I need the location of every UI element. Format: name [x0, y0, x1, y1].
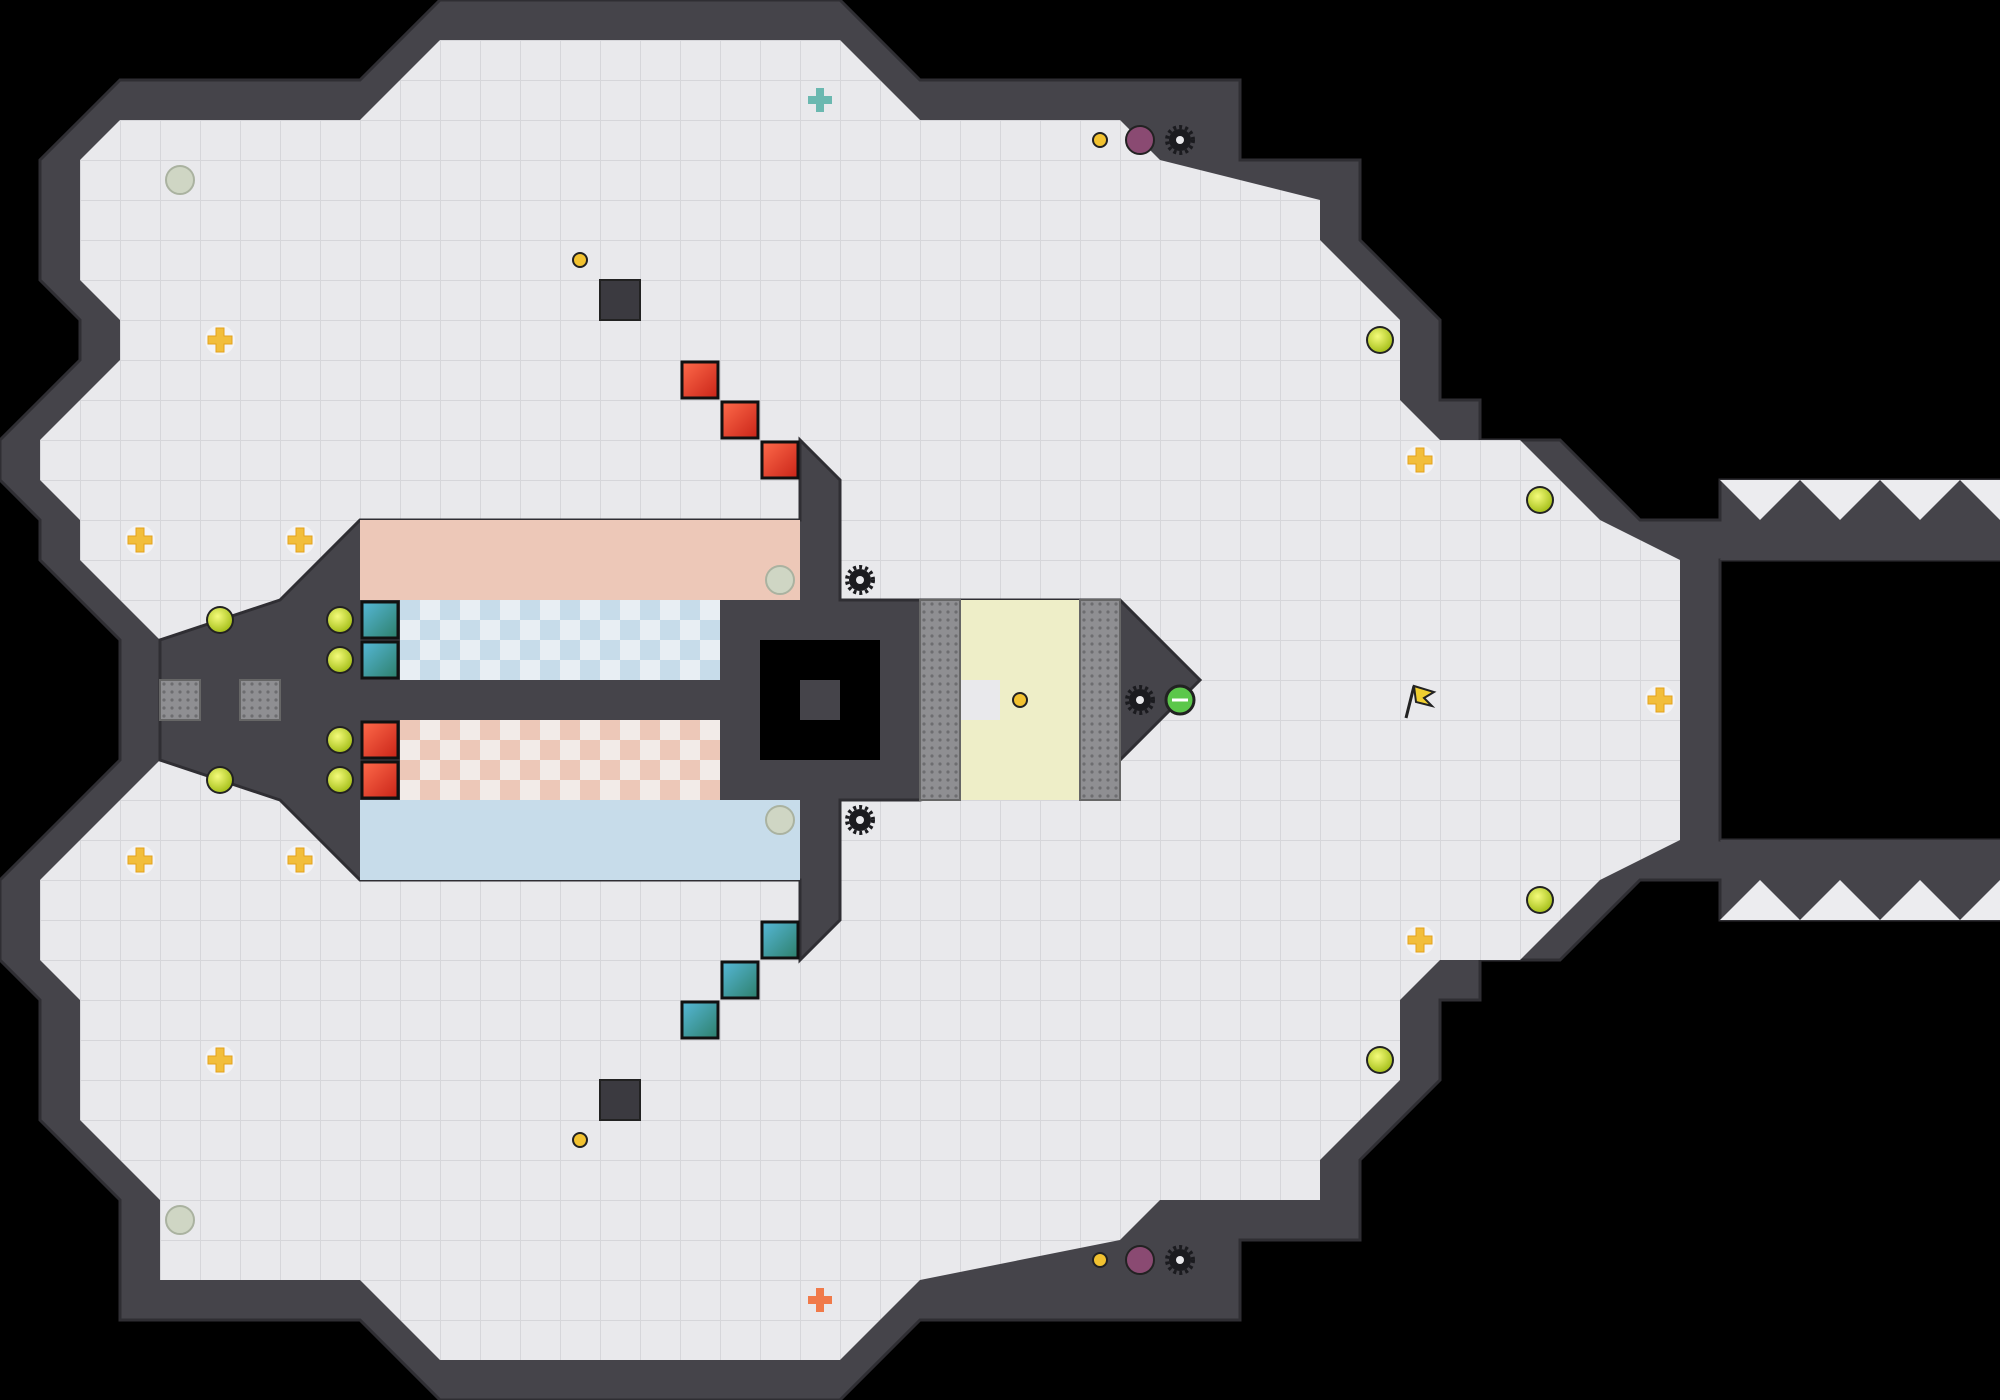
- dark-block: [599, 279, 641, 321]
- salmon-check-zone: [400, 720, 720, 800]
- blob-enemies: [1125, 125, 1155, 1275]
- red-blocks: [360, 360, 800, 800]
- salmon-zone: [360, 520, 800, 600]
- teal-plus-icon: [808, 88, 832, 112]
- inactive-orbs: [165, 165, 795, 1235]
- blue-zone: [360, 800, 800, 880]
- dark-block: [599, 1079, 641, 1121]
- coins: [572, 132, 1108, 1268]
- orange-plus-icon: [808, 1288, 832, 1312]
- player-ball: [1164, 684, 1196, 716]
- right-prongs: [1720, 480, 2000, 920]
- grate-blocks: [159, 599, 1121, 801]
- flag-icon: [1404, 684, 1437, 719]
- teal-blocks: [360, 600, 800, 1040]
- blue-check-zone: [400, 600, 720, 680]
